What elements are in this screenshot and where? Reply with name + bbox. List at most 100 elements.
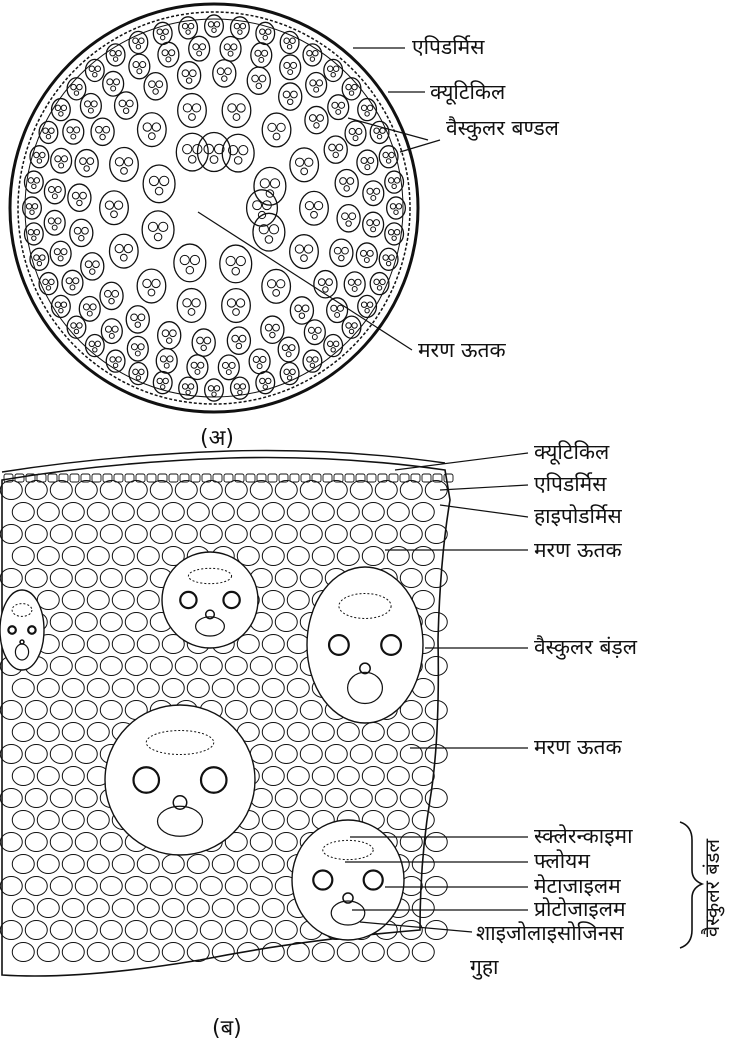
parenchyma-cell [87,811,109,830]
xylem-vessel-mark [70,285,75,290]
parenchyma-cell [175,525,197,544]
xylem-vessel-mark [234,384,239,389]
parenchyma-cell [75,657,97,676]
xylem-vessel-mark [103,126,110,133]
vascular-bundle-mark [247,67,270,94]
xylem-vessel-mark [82,227,89,234]
xylem-vessel-mark [268,123,276,131]
xylem-vessel-mark [113,363,117,367]
xylem-vessel-mark [182,23,187,28]
vascular-bundle-mark [39,273,58,295]
parenchyma-cell [325,789,347,808]
xylem-vessel-mark [265,324,272,331]
parenchyma-cell [62,591,84,610]
parenchyma-cell [425,701,447,720]
parenchyma-cell [325,481,347,500]
xylem-vessel-mark [394,178,399,183]
parenchyma-cell [12,547,34,566]
xylem-vessel-mark [32,236,36,240]
parenchyma-cell [62,679,84,698]
vascular-bundle-mark [100,282,123,309]
xylem-vessel-mark [149,81,156,88]
parenchyma-cell [275,701,297,720]
parenchyma-cell [150,921,172,940]
xylem-vessel-mark [269,225,278,234]
xylem-vessel-mark [308,327,314,333]
xylem-vessel-mark [290,38,295,43]
parenchyma-cell [387,723,409,742]
xylem-vessel-mark [162,50,168,56]
vascular-bundle-mark [189,36,210,61]
label-a-cuticle: क्यूटिकिल [430,82,505,103]
xylem-vessel-mark [180,255,189,264]
xylem-vessel-mark [79,235,84,240]
caption-b: (ब) [212,1018,242,1040]
xylem-vessel-mark [353,136,358,141]
vascular-bundle-mark [67,78,86,100]
xylem-vessel-mark [74,227,81,234]
xylem-vessel-mark [313,50,318,55]
panel-a-stem-cross-section [10,4,440,412]
xylem-vessel-mark [277,123,285,131]
vascular-bundle-mark [222,289,251,323]
parenchyma-cell [87,943,109,962]
xylem-vessel-mark [332,102,338,108]
parenchyma-cell [125,569,147,588]
xylem-vessel-mark [61,156,67,162]
parenchyma-cell [112,635,134,654]
xylem-vessel-mark [116,357,121,362]
parenchyma-cell [25,921,47,940]
vascular-bundle-mark [356,243,377,268]
xylem-vessel-mark [89,341,94,346]
xylem-vessel-mark [34,255,39,260]
xylem-vessel-mark [80,158,87,165]
xylem-vessel-mark [95,66,100,71]
xylem-vessel-mark [383,255,388,260]
parenchyma-cell [162,679,184,698]
label-b-ground-tissue-1: मरण ऊतक [534,540,622,561]
vascular-bundle-mark [198,133,231,172]
parenchyma-cell [25,525,47,544]
vascular-bundle-mark [156,349,177,374]
xylem-vessel-mark [252,75,259,82]
xylem-vessel-mark [43,128,48,133]
xylem-vessel-mark [149,176,158,185]
xylem-vessel-mark [188,156,196,164]
xylem-vessel-mark [34,152,39,157]
xylem-vessel-mark [61,249,67,255]
xylem-vessel-mark [335,312,340,317]
xylem-vessel-mark [71,323,76,328]
parenchyma-cell [62,943,84,962]
xylem-vessel-mark [305,158,313,166]
parenchyma-cell [162,855,184,874]
xylem-vessel-mark [239,335,246,342]
parenchyma-cell [262,591,284,610]
xylem-vessel-mark [136,44,140,48]
xylem-vessel-mark [161,35,165,39]
xylem-vessel-mark [352,84,357,89]
xylem-vessel-mark [364,258,369,263]
parenchyma-cell [112,591,134,610]
label-b-sclerenchyma: स्क्लेरन्काइमा [534,826,633,847]
xylem-vessel-mark [157,378,162,383]
vascular-bundle-mark [187,355,208,380]
parenchyma-cell [387,811,409,830]
xylem-vessel-mark [143,279,151,287]
parenchyma-cell [125,877,147,896]
xylem-vessel-mark [361,157,367,163]
xylem-vessel-mark [307,50,312,55]
xylem-vessel-mark [198,362,204,368]
parenchyma-cell [425,833,447,852]
vascular-bundle-mark [85,59,104,81]
label-b-phloem: फ्लोयम [534,851,590,872]
parenchyma-cell [425,789,447,808]
vascular-bundle-mark [179,377,198,399]
xylem-vessel-mark [239,146,248,155]
epidermal-cell [422,474,431,482]
parenchyma-cell [200,481,222,500]
vascular-bundle-mark [290,235,319,269]
parenchyma-cell [287,503,309,522]
parenchyma-cell [400,745,422,764]
parenchyma-cell [50,833,72,852]
xylem-vessel-mark [192,299,200,307]
